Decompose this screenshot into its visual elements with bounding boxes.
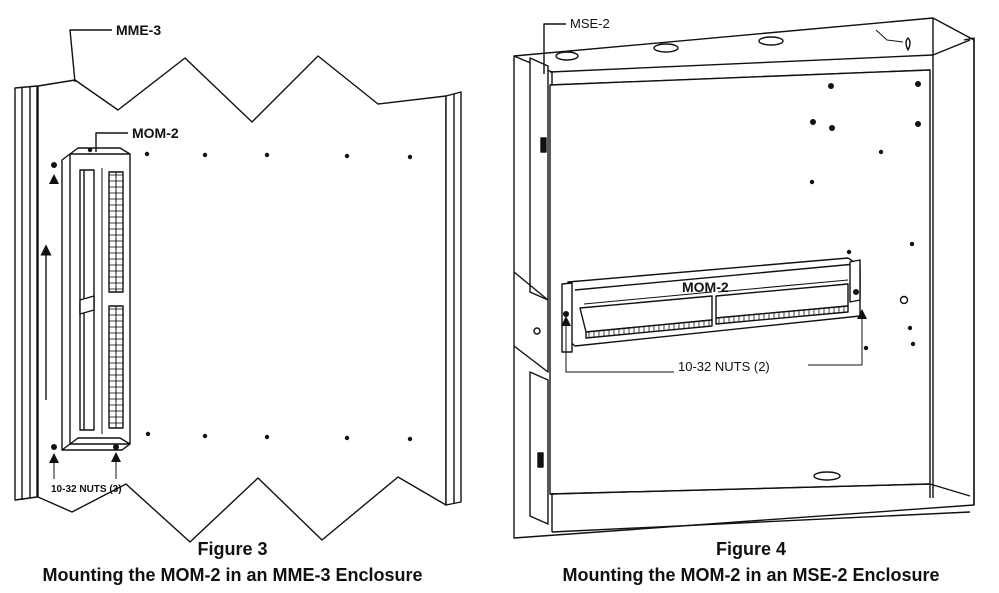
nuts-leader-fig3 xyxy=(53,462,117,479)
figure-3-number: Figure 3 xyxy=(197,539,268,559)
mme3-left-flange xyxy=(14,85,38,501)
mme3-right-flange xyxy=(445,91,462,506)
nuts-label-fig3: 10-32 NUTS (3) xyxy=(51,484,122,495)
mom2-label-fig3: MOM-2 xyxy=(132,125,179,141)
figure-4-number: Figure 4 xyxy=(715,539,786,559)
figure-4-drawing xyxy=(513,17,975,539)
mme3-leader xyxy=(69,29,112,83)
nuts-leader-fig4 xyxy=(565,318,863,373)
mom2-terminal-screws-h xyxy=(588,306,845,338)
fig4-arrows xyxy=(561,309,867,326)
mme3-label: MME-3 xyxy=(116,22,161,38)
mse2-label: MSE-2 xyxy=(570,16,610,31)
mom2-leader-fig3 xyxy=(95,132,128,152)
figure-3-title: Mounting the MOM-2 in an MME-3 Enclosure xyxy=(42,565,423,585)
nuts-label-fig4: 10-32 NUTS (2) xyxy=(678,359,770,374)
figure-4-title: Mounting the MOM-2 in an MSE-2 Enclosure xyxy=(562,565,940,585)
mse2-left-door xyxy=(513,57,549,525)
figure-3-caption: Figure 3 Mounting the MOM-2 in an MME-3 … xyxy=(0,536,465,588)
fig4-nuts xyxy=(563,289,859,317)
mse2-mounting-holes xyxy=(809,81,921,351)
figure-4-caption: Figure 4 Mounting the MOM-2 in an MSE-2 … xyxy=(515,536,987,588)
mse2-knockouts xyxy=(555,36,911,481)
mom2-label-fig4: MOM-2 xyxy=(682,279,729,295)
fig3-nuts xyxy=(51,147,151,450)
mom2-module-vertical xyxy=(61,147,131,451)
fig3-arrows xyxy=(49,174,121,463)
mom2-terminal-screws xyxy=(109,174,123,424)
mme3-mounting-holes xyxy=(144,151,413,442)
mse2-leader xyxy=(543,23,566,74)
figure-3-drawing xyxy=(14,29,462,543)
